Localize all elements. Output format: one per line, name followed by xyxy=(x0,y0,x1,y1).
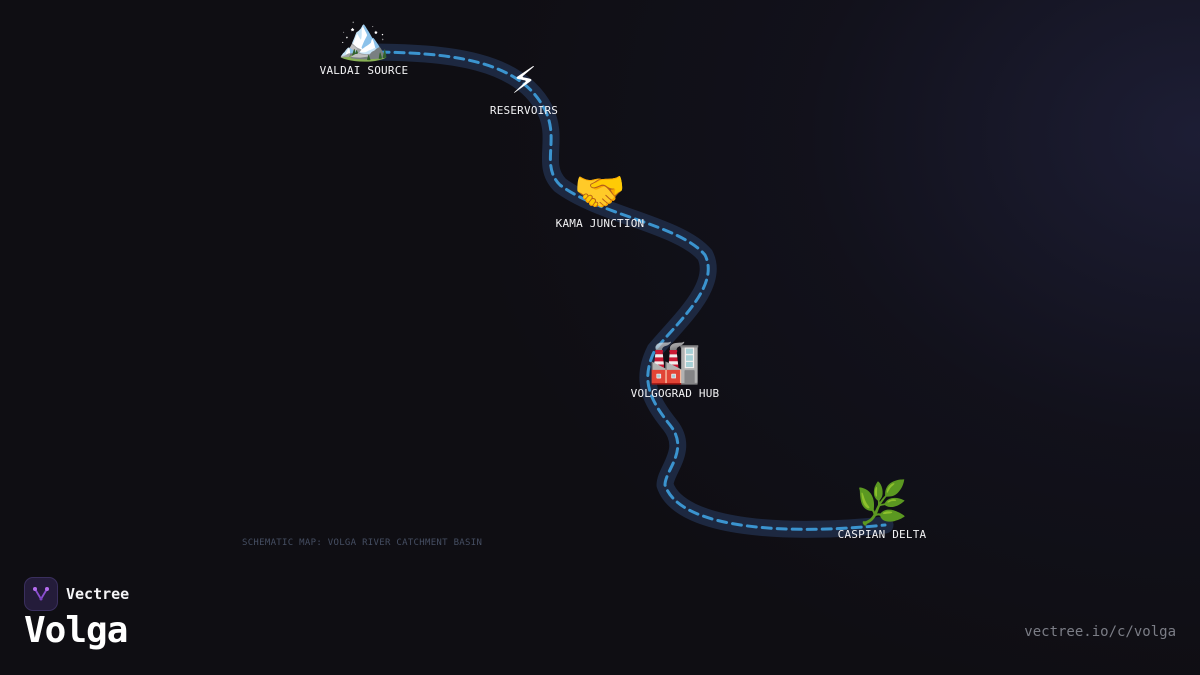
stop-label: CASPIAN DELTA xyxy=(837,528,927,541)
stop-reservoirs: ⚡ RESERVOIRS xyxy=(489,54,559,118)
page-url[interactable]: vectree.io/c/volga xyxy=(1024,624,1176,640)
stop-label: VALDAI SOURCE xyxy=(319,64,409,77)
stop-caspian-delta: 🌿 CASPIAN DELTA xyxy=(837,478,927,542)
stop-label: VOLGOGRAD HUB xyxy=(630,387,720,400)
stop-valdai-source: 🏔️ VALDAI SOURCE xyxy=(319,14,409,78)
brand-name: Vectree xyxy=(66,585,130,603)
stop-label: KAMA JUNCTION xyxy=(555,217,645,230)
lightning-icon: ⚡ xyxy=(511,54,537,103)
river-bank xyxy=(356,43,894,538)
herb-icon: 🌿 xyxy=(855,478,909,527)
river-line xyxy=(363,50,887,531)
vectree-fork-icon xyxy=(24,577,58,611)
map-caption: SCHEMATIC MAP: VOLGA RIVER CATCHMENT BAS… xyxy=(242,538,483,548)
stop-label: RESERVOIRS xyxy=(489,104,559,117)
brand-header: Vectree xyxy=(24,577,129,611)
handshake-icon: 🤝 xyxy=(573,167,627,216)
factory-icon: 🏭 xyxy=(648,337,702,386)
page-title: Volga xyxy=(24,610,128,651)
stop-volgograd-hub: 🏭 VOLGOGRAD HUB xyxy=(630,337,720,401)
stop-kama-junction: 🤝 KAMA JUNCTION xyxy=(555,167,645,231)
snow-capped-mountain-icon: 🏔️ xyxy=(337,14,391,63)
